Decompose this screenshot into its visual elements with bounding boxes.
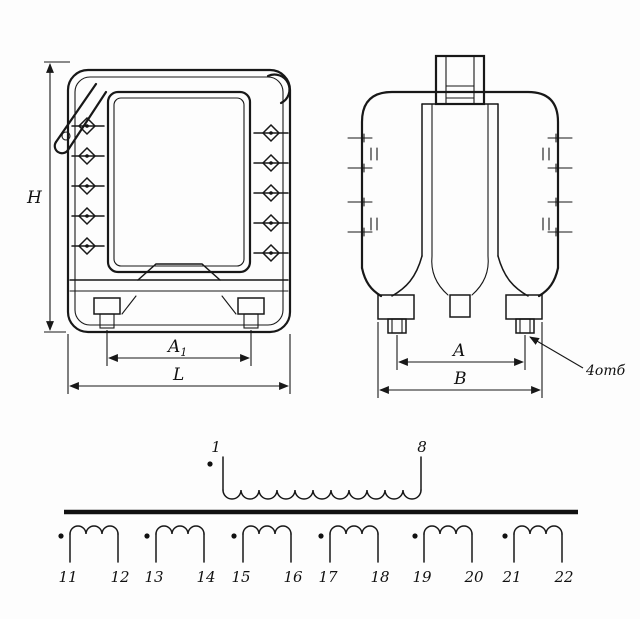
terminal-15-label: 15	[231, 568, 250, 586]
front-body-inner-line	[74, 76, 284, 326]
terminal-19-label: 19	[412, 568, 432, 586]
polarity-dot	[58, 533, 64, 539]
secondary-coil	[513, 525, 563, 535]
secondary-winding-5: 19 20	[412, 525, 484, 586]
dimension-L: L	[67, 334, 291, 394]
secondary-winding-6: 21 22	[501, 525, 574, 586]
holes-note: 4отб	[529, 336, 626, 379]
terminal-16-label: 16	[283, 568, 303, 586]
terminal-12-label: 12	[110, 568, 129, 586]
terminal-22-label: 22	[553, 568, 573, 586]
terminal-18-label: 18	[370, 568, 389, 586]
terminal-11-label: 11	[58, 568, 77, 586]
terminal-1-label: 1	[211, 438, 221, 456]
polarity-dot	[502, 533, 508, 539]
foot-bolt-left	[93, 297, 121, 315]
secondary-coil	[69, 525, 119, 535]
dimension-B: B	[377, 322, 543, 398]
dim-label-H: H	[26, 188, 43, 208]
terminals-right	[253, 123, 289, 263]
stack-outline	[360, 90, 560, 270]
side-foot-right	[505, 294, 543, 320]
terminal-20-label: 20	[463, 568, 484, 586]
side-feet	[377, 294, 543, 334]
dim-label-L: L	[172, 365, 184, 385]
side-bolt-left	[387, 318, 407, 334]
strap-hole	[61, 131, 71, 141]
terminal-14-label: 14	[196, 568, 215, 586]
polarity-dot	[412, 533, 418, 539]
dim-label-A: A	[451, 341, 465, 361]
front-view: H A1 L	[26, 61, 292, 394]
dim-label-A1: A1	[166, 337, 187, 359]
terminal-13-label: 13	[144, 568, 163, 586]
secondary-coil	[155, 525, 205, 535]
terminals-left	[71, 116, 105, 256]
polarity-dot	[231, 533, 237, 539]
side-view: A B 4отб	[347, 54, 626, 398]
centre-limb-end	[449, 294, 471, 318]
secondary-winding-1: 11 12	[58, 525, 130, 586]
secondary-coil	[423, 525, 473, 535]
top-bobbin-flange	[434, 54, 486, 106]
secondary-coil	[242, 525, 292, 535]
holes-note-label: 4отб	[585, 363, 626, 379]
lamination-marks	[347, 133, 573, 237]
side-bolt-right	[515, 318, 535, 334]
secondary-winding-4: 17 18	[318, 525, 390, 586]
terminal-17-label: 17	[318, 568, 338, 586]
coil-column	[391, 103, 529, 297]
core-window-inner	[113, 97, 245, 267]
polarity-dot	[318, 533, 324, 539]
front-body-outline	[66, 68, 292, 334]
dimension-A1: A1	[106, 330, 252, 366]
foot-bolt-right	[237, 297, 265, 315]
polarity-dot	[144, 533, 150, 539]
secondary-winding-2: 13 14	[144, 525, 216, 586]
winding-schematic: 1 8 11 12 13 14	[58, 438, 578, 586]
terminal-8-label: 8	[417, 438, 427, 456]
dim-label-B: B	[453, 369, 467, 389]
secondary-coil	[329, 525, 379, 535]
side-foot-left	[377, 294, 415, 320]
dimension-A: A	[396, 335, 526, 370]
primary-winding: 1 8	[207, 438, 427, 500]
mounting-base	[69, 263, 289, 329]
core-window	[106, 90, 252, 274]
primary-coil	[222, 489, 422, 500]
mounting-strap	[53, 73, 291, 155]
terminal-21-label: 21	[501, 568, 521, 586]
polarity-dot	[207, 461, 213, 467]
dimension-H: H	[26, 61, 70, 333]
secondary-winding-3: 15 16	[231, 525, 303, 586]
